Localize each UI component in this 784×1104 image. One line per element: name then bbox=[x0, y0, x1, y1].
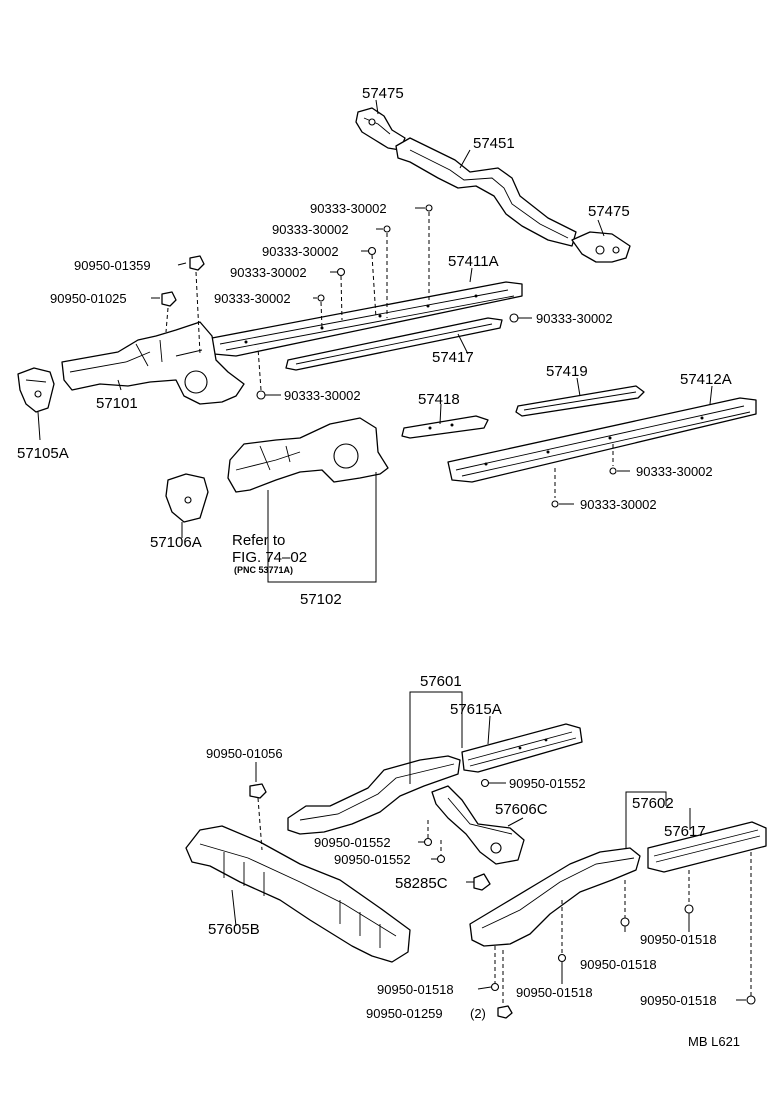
part-57617-extension bbox=[647, 821, 767, 873]
part-57102-side-member bbox=[227, 417, 389, 493]
label-90333-30002-b: 90333-30002 bbox=[272, 222, 349, 237]
label-90950-01518-a: 90950-01518 bbox=[640, 932, 717, 947]
label-90333-30002-r2: 90333-30002 bbox=[580, 497, 657, 512]
refer-to-line3: (PNC 53771A) bbox=[234, 565, 293, 575]
label-57419: 57419 bbox=[546, 363, 588, 380]
refer-to-line2: FIG. 74–02 bbox=[232, 549, 307, 566]
label-57417: 57417 bbox=[432, 349, 474, 366]
label-57601: 57601 bbox=[420, 673, 462, 690]
label-58285c: 58285C bbox=[395, 875, 448, 892]
label-57412a: 57412A bbox=[680, 371, 732, 388]
leader-lines-lower bbox=[231, 691, 752, 1004]
part-57601-rear-member bbox=[287, 755, 461, 835]
label-57475-right: 57475 bbox=[588, 203, 630, 220]
leader-lines-upper bbox=[37, 99, 713, 583]
label-90950-01025: 90950-01025 bbox=[50, 291, 127, 306]
label-57605b: 57605B bbox=[208, 921, 260, 938]
label-57606c: 57606C bbox=[495, 801, 548, 818]
label-90333-30002-d: 90333-30002 bbox=[230, 265, 307, 280]
label-90333-30002-c: 90333-30002 bbox=[262, 244, 339, 259]
label-57101: 57101 bbox=[96, 395, 138, 412]
part-57412a-rail bbox=[447, 397, 757, 483]
part-57602-rear-member bbox=[469, 847, 641, 947]
label-qty-2: (2) bbox=[470, 1006, 486, 1021]
part-57475-right-bracket bbox=[571, 231, 631, 263]
label-90950-01518-e: 90950-01518 bbox=[640, 993, 717, 1008]
label-90950-01518-d: 90950-01518 bbox=[377, 982, 454, 997]
label-90333-30002-lower: 90333-30002 bbox=[284, 388, 361, 403]
label-90333-30002-r1: 90333-30002 bbox=[636, 464, 713, 479]
part-57451-crossmember bbox=[395, 137, 577, 247]
label-90950-01518-c: 90950-01518 bbox=[516, 985, 593, 1000]
label-57106a: 57106A bbox=[150, 534, 202, 551]
label-90950-01259: 90950-01259 bbox=[366, 1006, 443, 1021]
label-57617: 57617 bbox=[664, 823, 706, 840]
part-57419-strip bbox=[515, 385, 645, 417]
part-57615a-extension bbox=[461, 723, 583, 773]
part-57605b-floor-member bbox=[185, 825, 411, 963]
part-57417-strip bbox=[285, 317, 503, 371]
label-57411a: 57411A bbox=[448, 253, 499, 270]
label-90950-01552-a: 90950-01552 bbox=[314, 835, 391, 850]
part-57475-left-bracket bbox=[355, 107, 406, 151]
label-57418: 57418 bbox=[418, 391, 460, 408]
label-90333-30002-right: 90333-30002 bbox=[536, 311, 613, 326]
part-57106a-bracket bbox=[165, 473, 209, 523]
part-57101-side-member bbox=[61, 321, 245, 405]
label-90950-01552-right: 90950-01552 bbox=[509, 776, 586, 791]
part-57105a-bracket bbox=[17, 367, 55, 413]
part-57418-plate bbox=[401, 415, 489, 439]
label-57615a: 57615A bbox=[450, 701, 502, 718]
label-90333-30002-a: 90333-30002 bbox=[310, 201, 387, 216]
label-57475-top: 57475 bbox=[362, 85, 404, 102]
label-57602: 57602 bbox=[632, 795, 674, 812]
part-58285c-stopper bbox=[473, 873, 491, 891]
label-57451: 57451 bbox=[473, 135, 515, 152]
label-90950-01552-b: 90950-01552 bbox=[334, 852, 411, 867]
label-90950-01359: 90950-01359 bbox=[74, 258, 151, 273]
label-90950-01518-b: 90950-01518 bbox=[580, 957, 657, 972]
label-57102: 57102 bbox=[300, 591, 342, 608]
fastener-markers-lower bbox=[249, 778, 756, 1019]
label-57105a: 57105A bbox=[17, 445, 69, 462]
part-57606c-bracket bbox=[431, 785, 525, 865]
label-90333-30002-e: 90333-30002 bbox=[214, 291, 291, 306]
label-90950-01056: 90950-01056 bbox=[206, 746, 283, 761]
fastener-markers-upper bbox=[161, 204, 617, 508]
refer-to-line1: Refer to bbox=[232, 532, 285, 549]
figure-code: MB L621 bbox=[688, 1034, 740, 1049]
